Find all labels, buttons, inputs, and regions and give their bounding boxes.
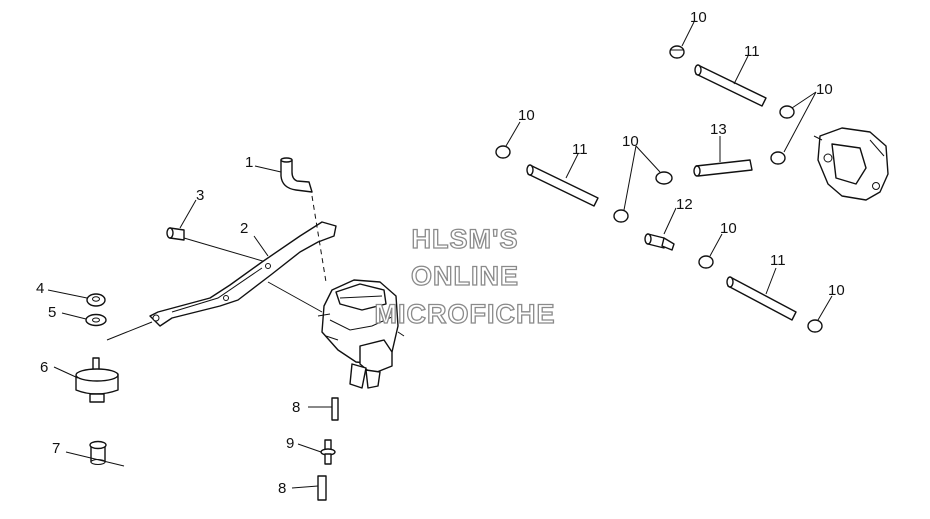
part-9-fitting	[320, 439, 336, 465]
part-11-hose-bottom	[726, 276, 797, 321]
part-10-clamp-center-b	[613, 209, 629, 223]
callout-10-bottom-right: 10	[828, 282, 845, 299]
part-8-pin-upper	[331, 397, 339, 421]
part-10-clamp-right-a	[779, 105, 795, 119]
part-4-nut	[86, 293, 106, 307]
callout-10-lower-middle: 10	[720, 220, 737, 237]
callout-11-top: 11	[744, 43, 760, 60]
part-10-clamp-right-b	[770, 151, 786, 165]
watermark-line-3: MICROFICHE	[375, 299, 556, 329]
callout-5: 5	[48, 304, 56, 321]
callout-10-center: 10	[622, 133, 639, 150]
part-10-clamp-center-a	[655, 171, 673, 185]
callout-12: 12	[676, 196, 693, 213]
carburetor	[317, 279, 405, 389]
callout-10-right: 10	[816, 81, 833, 98]
watermark-line-2: ONLINE	[411, 261, 519, 291]
part-11-hose-middle	[526, 164, 599, 207]
callout-4: 4	[36, 280, 44, 297]
callout-13: 13	[710, 121, 727, 138]
callout-3: 3	[196, 187, 204, 204]
callout-11-middle: 11	[572, 141, 588, 158]
part-13-hose	[693, 159, 753, 177]
part-10-clamp-lower-middle	[698, 255, 714, 269]
part-8-pin-lower	[317, 475, 327, 501]
part-6-rubber-mount	[75, 357, 119, 403]
watermark-line-1: HLSM'S	[412, 224, 519, 254]
callout-1: 1	[245, 154, 253, 171]
watermark: HLSM'S ONLINE MICROFICHE	[374, 223, 556, 329]
callout-10-top: 10	[690, 9, 707, 26]
part-11-hose-top	[694, 64, 767, 107]
part-12-fitting	[644, 233, 675, 251]
part-2-bracket	[149, 221, 337, 327]
callout-10-left: 10	[518, 107, 535, 124]
part-5-washer	[85, 313, 107, 327]
part-1-hose	[280, 157, 313, 193]
part-3-pin	[166, 227, 185, 241]
callout-8-lower: 8	[278, 480, 286, 497]
part-10-clamp-top	[669, 45, 685, 59]
part-7-grommet	[89, 440, 107, 465]
callout-11-bottom: 11	[770, 252, 786, 269]
callout-2: 2	[240, 220, 248, 237]
part-10-clamp-left	[495, 145, 511, 159]
callout-8-upper: 8	[292, 399, 300, 416]
callout-6: 6	[40, 359, 48, 376]
fuel-pump	[813, 127, 889, 201]
part-10-clamp-bottom-right	[807, 319, 823, 333]
callout-7: 7	[52, 440, 60, 457]
callout-9: 9	[286, 435, 294, 452]
